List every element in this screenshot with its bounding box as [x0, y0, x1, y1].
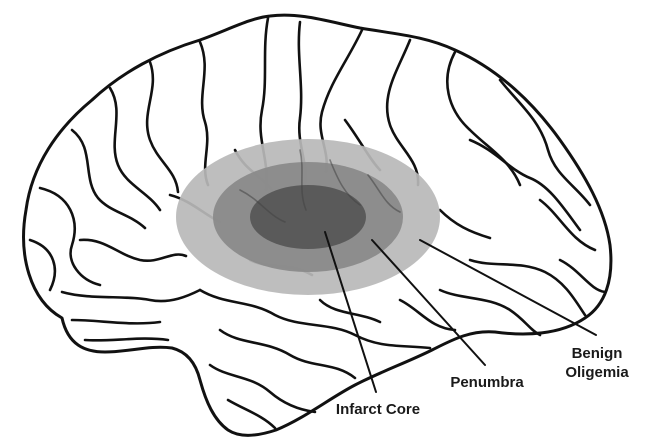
label-benign-oligemia-line1: Benign	[571, 345, 623, 362]
leader-infarct-core	[324, 231, 377, 393]
label-benign-oligemia: Benign Oligemia	[556, 344, 638, 382]
brain-outline	[22, 13, 613, 437]
label-penumbra: Penumbra	[450, 374, 524, 391]
label-benign-oligemia-line2: Oligemia	[565, 364, 629, 381]
label-infarct-core: Infarct Core	[335, 401, 421, 418]
leader-penumbra	[371, 239, 486, 366]
infarct-core-zone	[250, 185, 366, 249]
leader-benign-oligemia	[419, 239, 597, 336]
